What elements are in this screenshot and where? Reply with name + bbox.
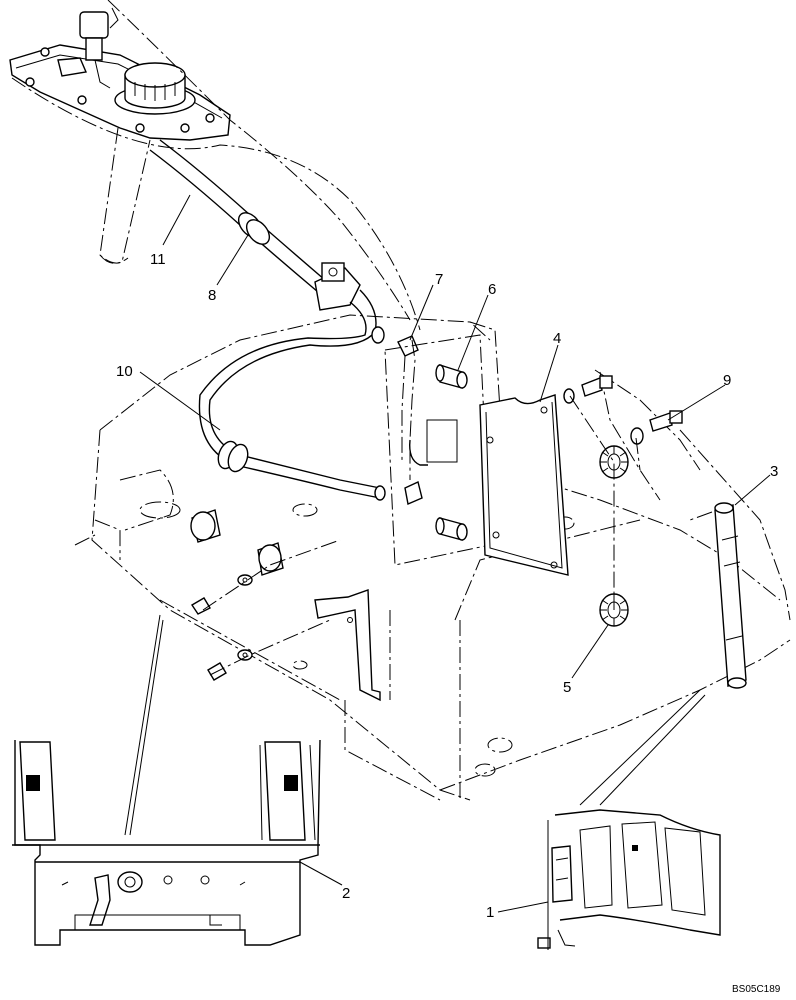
callout-6: 6	[488, 281, 496, 298]
fuel-tank-top	[9, 0, 421, 331]
bushings-nuts	[190, 509, 341, 681]
leader-lines	[139, 194, 771, 913]
callout-8: 8	[208, 287, 216, 304]
bracket	[314, 589, 381, 702]
callout-10: 10	[116, 363, 133, 380]
drawing-reference: BS05C189	[732, 984, 781, 995]
callout-3: 3	[770, 463, 778, 480]
callout-11: 11	[150, 251, 166, 268]
callout-4: 4	[553, 330, 561, 347]
callout-2: 2	[342, 885, 350, 902]
callout-1: 1	[486, 904, 494, 921]
inset-side-view	[537, 689, 721, 950]
fuel-hoses	[149, 139, 423, 505]
fitting-upper	[435, 364, 468, 389]
hinge-rod	[689, 502, 747, 689]
callout-5: 5	[563, 679, 571, 696]
callout-9: 9	[723, 372, 731, 389]
callout-7: 7	[435, 271, 443, 288]
mounting-plate	[479, 394, 569, 576]
bolts-washers	[563, 375, 683, 627]
inset-front-view	[12, 614, 321, 946]
fitting-lower	[435, 517, 468, 541]
